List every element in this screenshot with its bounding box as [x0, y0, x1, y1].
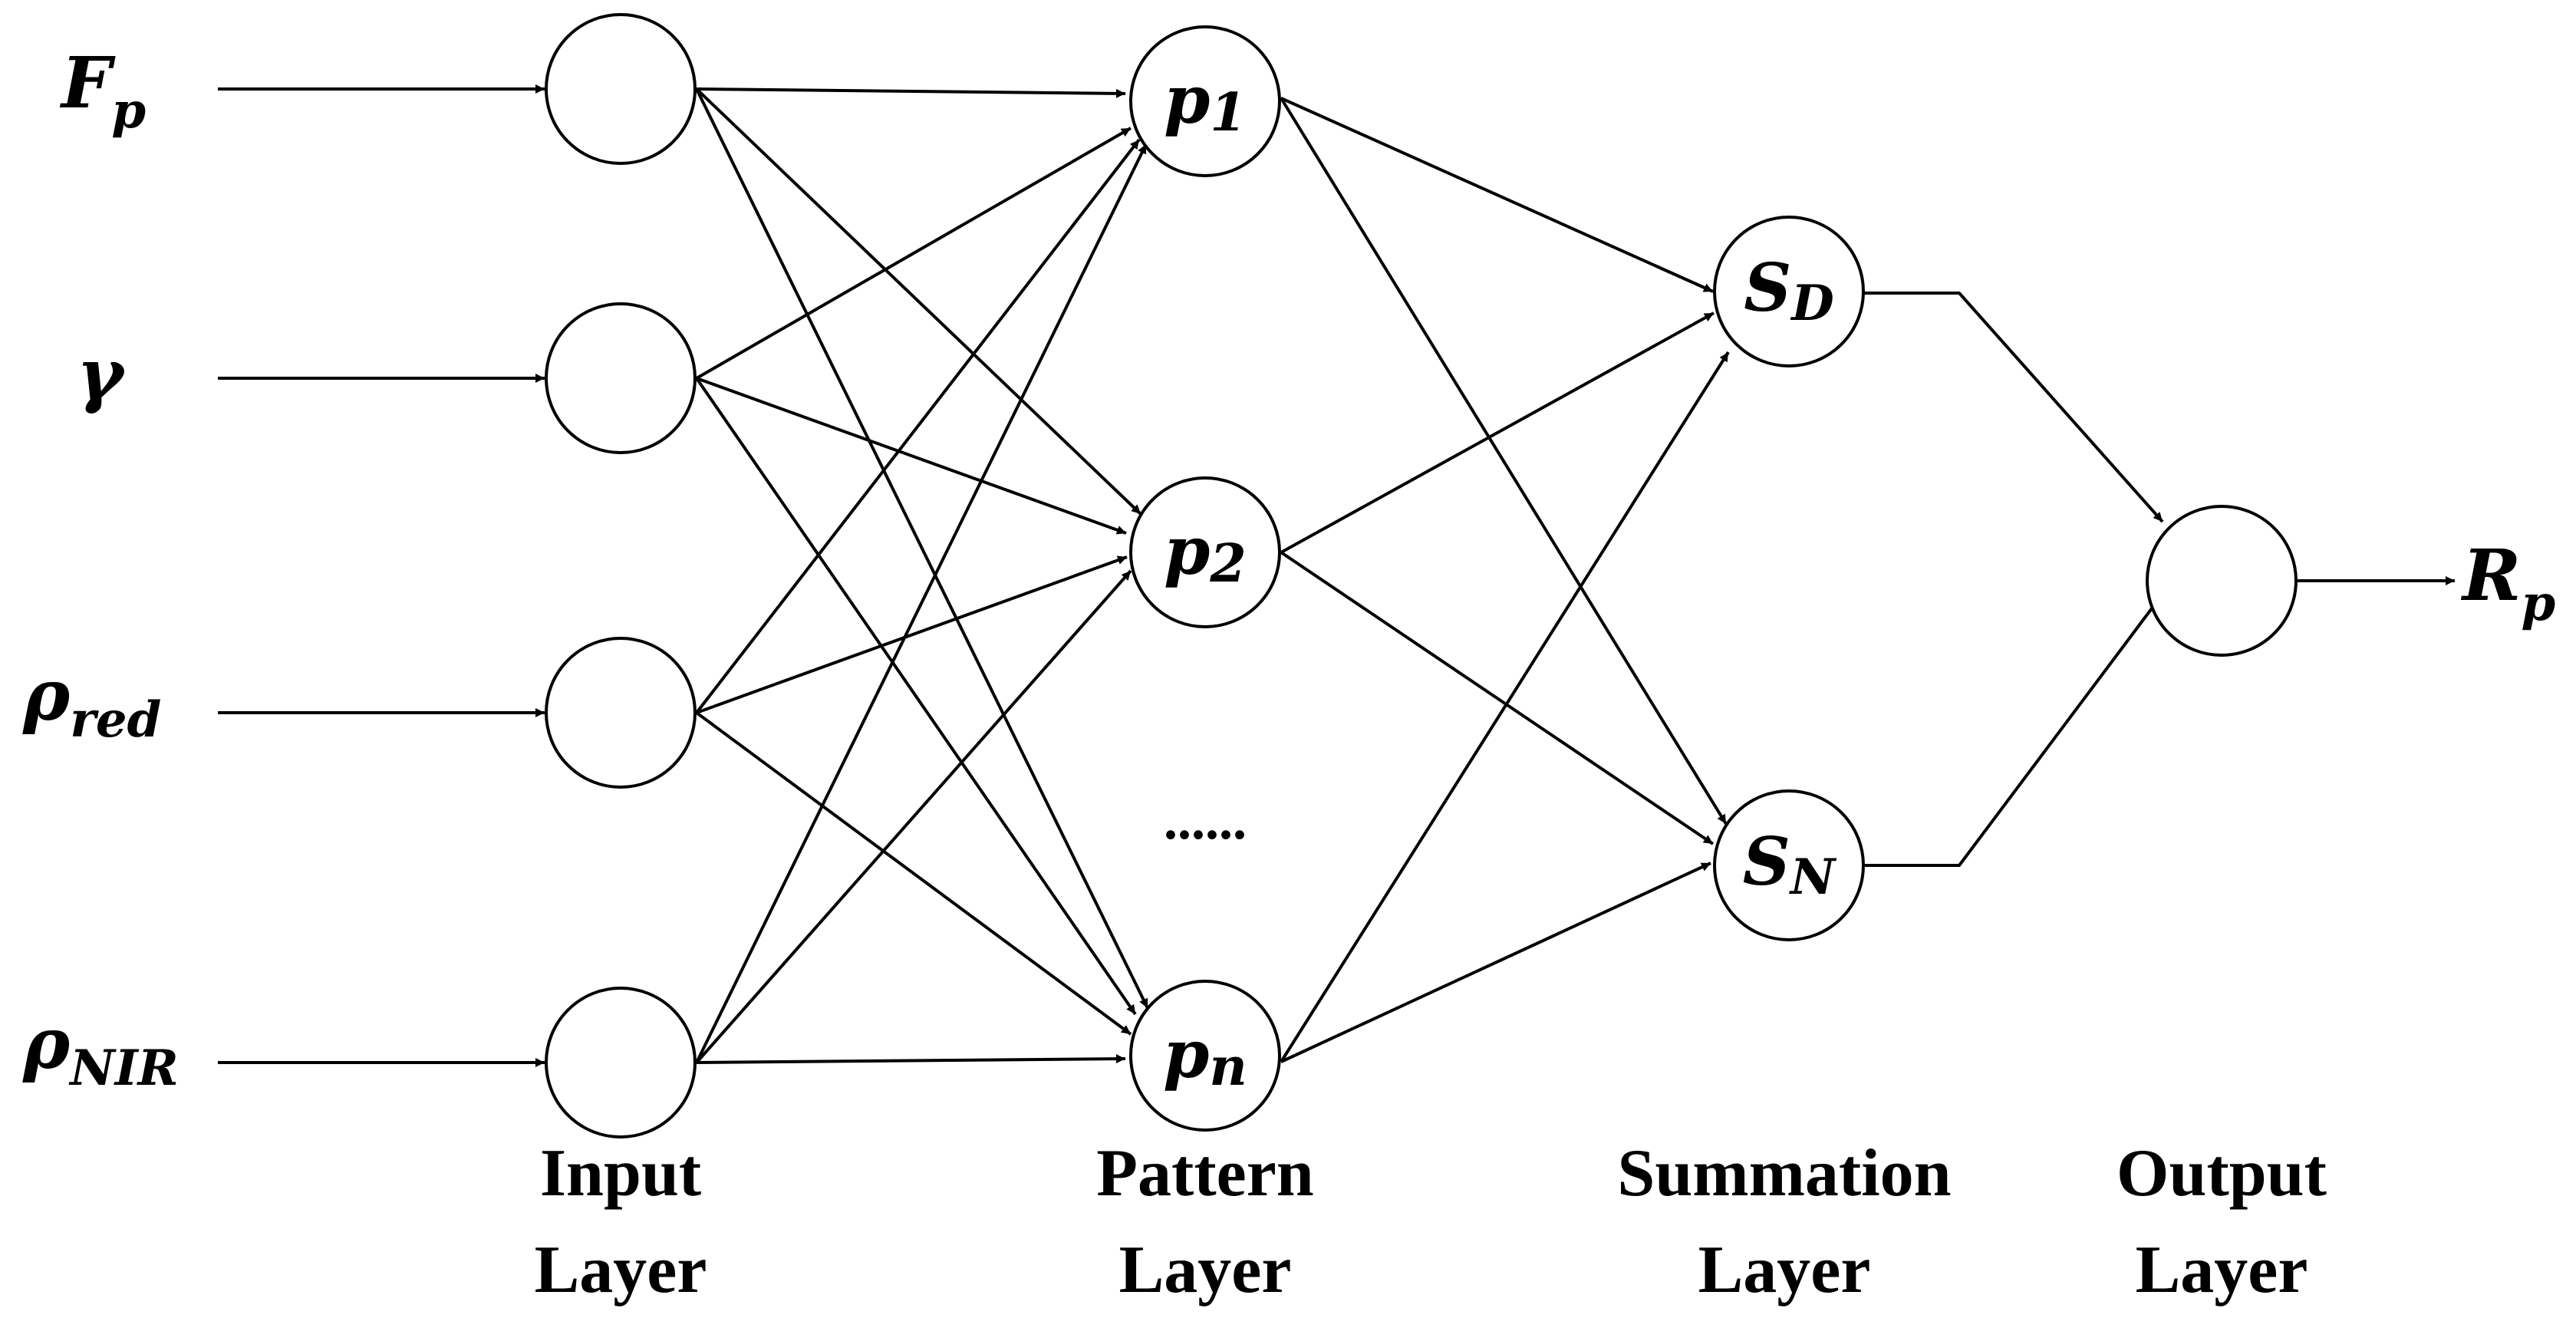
summation-node-d	[1713, 216, 1865, 367]
edge-i3-pn	[695, 711, 1132, 1036]
edge-i4-p2	[695, 569, 1132, 1064]
pattern-layer-caption: Pattern	[1096, 1136, 1313, 1211]
layer-captions: Input Layer Pattern Layer Summation Laye…	[535, 1136, 2327, 1307]
pattern-label-1: p1	[1164, 61, 1246, 143]
input-node-3	[545, 637, 697, 789]
nodes	[545, 13, 2298, 1139]
edge-i2-p1	[696, 127, 1132, 380]
input-label-rho-nir: ρNIR	[22, 1002, 179, 1097]
pattern-label-n: pn	[1163, 1016, 1247, 1098]
output-node	[2146, 505, 2298, 657]
edge-pn-sd	[1280, 351, 1730, 1063]
pattern-layer-caption-2: Layer	[1119, 1233, 1292, 1307]
input-node-2	[545, 302, 697, 454]
edge-i1-pn	[695, 88, 1149, 1009]
input-labels: Fp γ ρred ρNIR	[22, 41, 179, 1097]
edge-sd-output	[1863, 292, 2164, 523]
edge-i4-pn	[696, 1054, 1126, 1064]
edge-i2-p2	[696, 377, 1127, 535]
edge-i4-p1	[695, 143, 1148, 1063]
input-layer-caption: Input	[540, 1136, 701, 1211]
pattern-node-n	[1129, 980, 1281, 1132]
summation-layer-caption: Summation	[1617, 1136, 1951, 1211]
output-layer-caption-2: Layer	[2136, 1233, 2308, 1307]
node-labels: p1 p2 pn SD SN	[1163, 61, 1837, 1098]
output-layer-caption: Output	[2116, 1136, 2327, 1211]
edge-i1-p1	[696, 87, 1126, 98]
edge-p2-sd	[1280, 311, 1715, 554]
input-layer-caption-2: Layer	[535, 1233, 707, 1307]
edge-pn-sn	[1280, 862, 1711, 1063]
summation-layer-caption-2: Layer	[1698, 1233, 1871, 1307]
summation-label-d: SD	[1744, 249, 1834, 332]
pattern-node-2	[1129, 476, 1281, 628]
edge-sn-output	[1863, 595, 2163, 867]
output-label-rp: Rp	[2460, 534, 2555, 632]
edge-i2-pn	[695, 377, 1137, 1016]
input-node-4	[545, 987, 697, 1139]
summation-node-n	[1713, 789, 1865, 941]
edge-i1-p2	[695, 87, 1142, 516]
connections	[218, 84, 2455, 1067]
edge-i3-p2	[696, 555, 1128, 714]
pattern-label-2: p2	[1164, 512, 1246, 595]
pattern-node-1	[1129, 25, 1281, 177]
edge-p1-sn	[1280, 97, 1728, 825]
edge-p2-sn	[1280, 551, 1715, 845]
edge-p1-sd	[1280, 97, 1714, 293]
input-node-1	[545, 13, 697, 165]
pattern-ellipsis: ......	[1164, 789, 1247, 851]
edge-i3-p1	[695, 138, 1141, 714]
summation-label-n: SN	[1743, 823, 1837, 906]
input-label-fp: Fp	[59, 41, 146, 140]
input-label-gamma: γ	[77, 333, 127, 416]
input-label-rho-red: ρred	[22, 654, 161, 749]
